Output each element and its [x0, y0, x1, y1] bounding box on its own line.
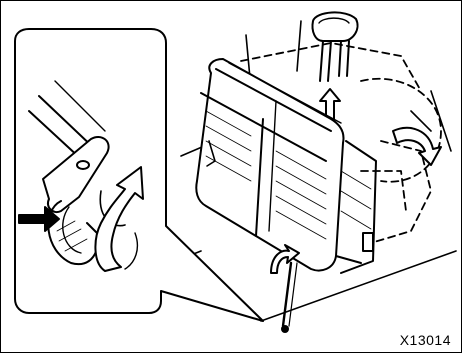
seat-strap	[282, 263, 297, 332]
folded-seat	[196, 59, 376, 273]
curved-arrow-icon	[393, 128, 441, 165]
figure-code: X13014	[400, 332, 451, 348]
